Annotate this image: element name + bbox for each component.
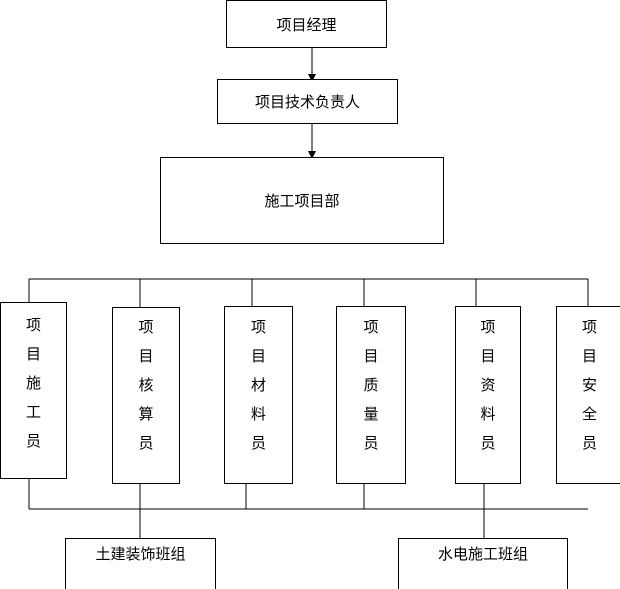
department-label: 施工项目部	[264, 192, 340, 210]
team-water-electric-label: 水电施工班组	[437, 545, 528, 563]
department-box: 施工项目部	[160, 157, 444, 244]
staff-box-documents: 项目资料员	[455, 306, 521, 484]
team-box-civil: 土建装饰班组	[65, 538, 216, 589]
staff-box-quality: 项目质量员	[336, 306, 406, 484]
staff-label: 项目核算员	[138, 318, 154, 452]
staff-box-materials: 项目材料员	[224, 306, 293, 484]
team-civil-label: 土建装饰班组	[95, 545, 186, 563]
manager-label: 项目经理	[276, 15, 337, 34]
staff-label: 项目安全员	[581, 318, 597, 452]
staff-box-construction: 项目施工员	[0, 302, 67, 479]
staff-label: 项目资料员	[480, 318, 496, 452]
tech-lead-box: 项目技术负责人	[217, 79, 398, 124]
staff-label: 项目施工员	[25, 316, 41, 450]
staff-box-accounting: 项目核算员	[112, 307, 180, 484]
staff-label: 项目质量员	[363, 318, 379, 452]
team-box-water-electric: 水电施工班组	[398, 538, 568, 589]
staff-box-safety: 项目安全员	[556, 306, 620, 484]
staff-label: 项目材料员	[250, 318, 266, 452]
manager-box: 项目经理	[226, 0, 387, 48]
tech-lead-label: 项目技术负责人	[254, 93, 360, 111]
